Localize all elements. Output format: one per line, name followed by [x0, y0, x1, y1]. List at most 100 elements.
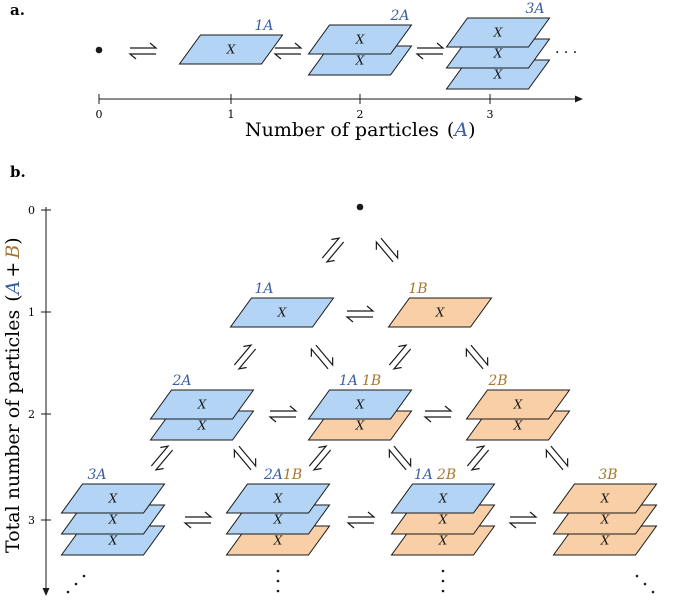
- vacuum-state-dot: [95, 46, 103, 54]
- equilibrium-arrow: [466, 445, 490, 471]
- x-tick-label: 2: [357, 108, 364, 121]
- lattice-symbol: X: [277, 306, 287, 320]
- lattice-symbol: X: [513, 398, 523, 412]
- state-label: 3A: [525, 1, 544, 17]
- lattice-layer-b: X: [552, 483, 658, 514]
- lattice-plane: [307, 389, 413, 420]
- panel-a-axis: 0 1 2 3 Number of particles(A): [96, 94, 583, 141]
- lattice-symbol: X: [273, 513, 283, 527]
- lattice-stack: XX 2A: [149, 373, 255, 441]
- vacuum-state-dot: [356, 203, 364, 211]
- x-tick-label: 0: [96, 108, 103, 121]
- x-axis-title: Number of particles(A): [245, 119, 476, 141]
- panel-a-label: a.: [10, 1, 25, 19]
- equilibrium-arrow: [346, 511, 376, 529]
- lattice-symbol: X: [226, 43, 236, 57]
- lattice-plane: [307, 24, 413, 55]
- y-tick-label: 1: [28, 306, 35, 319]
- y-tick-label: 2: [28, 408, 35, 421]
- lattice-plane: [229, 297, 335, 328]
- state-label: 3B: [598, 467, 617, 483]
- equilibrium-arrow: [128, 42, 158, 60]
- lattice-symbol: X: [355, 54, 365, 68]
- equilibrium-arrow: [321, 237, 345, 263]
- lattice-plane: [552, 483, 658, 514]
- lattice-plane: [225, 483, 331, 514]
- y-tick-label: 3: [28, 514, 35, 527]
- lattice-symbol: X: [600, 534, 610, 548]
- lattice-symbol: X: [493, 26, 503, 40]
- lattice-plane: [390, 483, 496, 514]
- lattice-layer-b: X: [465, 389, 571, 420]
- lattice-stack: XX 2A: [307, 8, 413, 76]
- lattice-symbol: X: [273, 492, 283, 506]
- lattice-symbol: X: [273, 534, 283, 548]
- lattice-symbol: X: [108, 534, 118, 548]
- lattice-symbol: X: [513, 419, 523, 433]
- lattice-plane: [445, 17, 551, 48]
- lattice-symbol: X: [108, 492, 118, 506]
- state-label: 1A: [254, 18, 273, 34]
- equilibrium-arrow: [345, 305, 375, 323]
- equilibrium-arrow: [545, 445, 569, 471]
- lattice-symbol: X: [355, 398, 365, 412]
- lattice-plane: [387, 297, 493, 328]
- state-label: 2A: [171, 373, 191, 389]
- y-axis-arrowhead: [42, 588, 50, 596]
- equilibrium-arrow: [273, 42, 303, 60]
- equilibrium-arrow: [465, 344, 489, 370]
- x-tick-label: 3: [487, 108, 494, 121]
- equilibrium-arrow: [183, 511, 213, 529]
- x-tick-label: 1: [228, 108, 235, 121]
- equilibrium-arrow: [233, 344, 257, 370]
- lattice-symbol: X: [438, 534, 448, 548]
- continuation-dots: [66, 569, 655, 594]
- lattice-layer-b: X: [387, 297, 493, 328]
- equilibrium-arrow: [150, 445, 174, 471]
- lattice-layer-a: X: [225, 483, 331, 514]
- equilibrium-arrow: [268, 405, 298, 423]
- lattice-layer-a: X: [229, 297, 335, 328]
- equilibrium-arrow: [233, 445, 257, 471]
- lattice-stack: X 1A: [178, 18, 284, 65]
- lattice-stack: X 1A: [229, 281, 335, 328]
- lattice-symbol: X: [355, 419, 365, 433]
- equilibrium-arrow: [508, 511, 538, 529]
- state-label: 1B: [408, 281, 427, 297]
- lattice-plane: [149, 389, 255, 420]
- lattice-plane: [178, 34, 284, 65]
- state-label: 2A: [389, 8, 409, 24]
- lattice-symbol: X: [493, 68, 503, 82]
- equilibrium-arrow: [423, 405, 453, 423]
- lattice-symbol: X: [355, 33, 365, 47]
- lattice-symbol: X: [197, 419, 207, 433]
- lattice-symbol: X: [600, 513, 610, 527]
- lattice-symbol: X: [600, 492, 610, 506]
- lattice-symbol: X: [438, 492, 448, 506]
- x-axis-arrowhead: [575, 95, 583, 103]
- lattice-layer-a: X: [178, 34, 284, 65]
- state-label: 3A: [87, 467, 106, 483]
- lattice-layer-a: X: [149, 389, 255, 420]
- equilibrium-arrow: [375, 237, 399, 263]
- y-tick-label: 0: [28, 204, 35, 217]
- lattice-stack: X1B: [387, 281, 493, 328]
- state-label: 1A: [254, 281, 273, 297]
- equilibrium-arrow: [308, 445, 332, 471]
- state-label: 2A1B: [263, 467, 302, 483]
- lattice-layer-a: X: [390, 483, 496, 514]
- panel-b-axis: 0 1 2 3 Total number of particles(A+B): [2, 204, 51, 596]
- lattice-layer-a: X: [60, 483, 166, 514]
- lattice-symbol: X: [197, 398, 207, 412]
- panel-a-continuation: · · ·: [555, 45, 577, 61]
- y-axis-title: Total number of particles(A+B): [2, 237, 24, 553]
